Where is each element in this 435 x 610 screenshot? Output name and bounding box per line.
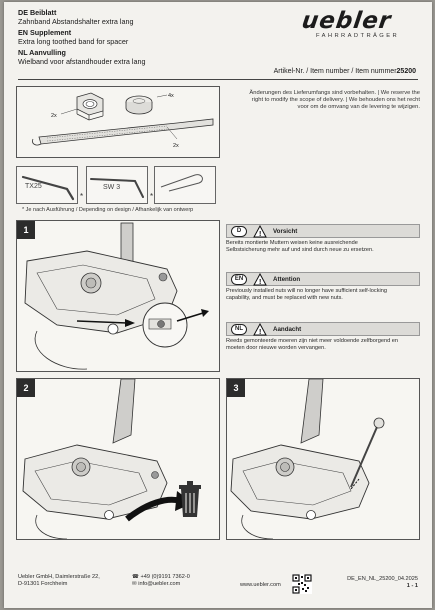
warning-nl-text2: moeten door nieuwe worden vervangen. bbox=[226, 345, 326, 352]
article-label: Artikel-Nr. / Item number / Item nummer bbox=[273, 68, 397, 75]
footer-company1: Uebler GmbH, Daimlerstraße 22, bbox=[18, 574, 100, 580]
footer-doc: DE_EN_NL_25200_04.2025 1 - 1 bbox=[340, 576, 418, 590]
design-note: * Je nach Ausführung / Depending on desi… bbox=[22, 207, 194, 213]
hex-key-icon bbox=[90, 178, 144, 198]
warning-de-lang: D bbox=[231, 226, 247, 237]
scope-note-line1: Änderungen des Lieferumfangs sind vorbeh… bbox=[249, 90, 420, 96]
warning-nl-lang: NL bbox=[231, 324, 247, 335]
footer-contact: ☎ +49 (0)9191 7362-0 ✉ info@uebler.com bbox=[132, 574, 190, 588]
header-nl-title: Wielband voor afstandhouder extra lang bbox=[18, 57, 146, 66]
hex-nut-icon bbox=[76, 92, 104, 121]
cap-icon bbox=[125, 95, 153, 115]
band-qty: 2x bbox=[173, 143, 179, 149]
warning-triangle-icon: ! bbox=[253, 273, 267, 286]
step-2-illustration bbox=[22, 379, 201, 539]
article-line: Artikel-Nr. / Item number / Item nummer2… bbox=[18, 68, 418, 80]
scope-note-line3: voor om de omvang van de levering te wij… bbox=[297, 104, 420, 111]
phone-icon: ☎ bbox=[132, 574, 139, 580]
warning-de-text1: Bereits montierte Muttern weisen keine a… bbox=[226, 240, 358, 246]
footer-address: Uebler GmbH, Daimlerstraße 22, D-91301 F… bbox=[18, 574, 100, 588]
tool-pin bbox=[154, 166, 216, 204]
footer-page: 1 - 1 bbox=[406, 583, 418, 590]
warning-de-header: D ! Vorsicht bbox=[226, 224, 420, 238]
header-de: DE Beiblatt Zahnband Abstandshalter extr… bbox=[18, 8, 133, 26]
warning-nl-text1: Reeds gemonteerde moeren zijn niet meer … bbox=[226, 338, 398, 344]
header-nl: NL Aanvulling Wielband voor afstandhoude… bbox=[18, 48, 145, 66]
scope-note: Änderungen des Lieferumfangs sind vorbeh… bbox=[224, 90, 420, 112]
wrench-label: SW 3 bbox=[103, 184, 121, 191]
wrench-star: * bbox=[150, 192, 154, 201]
warning-de-title: Vorsicht bbox=[273, 228, 298, 235]
instruction-sheet: DE Beiblatt Zahnband Abstandshalter extr… bbox=[4, 2, 432, 608]
header-en-code: EN Supplement bbox=[18, 28, 72, 37]
warning-nl-text: Reeds gemonteerde moeren zijn niet meer … bbox=[226, 338, 420, 353]
footer-doc-code: DE_EN_NL_25200_04.2025 bbox=[347, 576, 418, 582]
email-icon: ✉ bbox=[132, 581, 137, 588]
logo-sub: FAHRRADTRÄGER bbox=[316, 33, 400, 39]
logo-word: uebler bbox=[300, 8, 394, 34]
svg-text:!: ! bbox=[259, 279, 261, 286]
footer-web: www.uebler.com bbox=[240, 582, 281, 588]
header-de-title: Zahnband Abstandshalter extra lang bbox=[18, 17, 134, 26]
torx-key-icon bbox=[21, 175, 75, 201]
tool-torx: TX25 bbox=[16, 166, 78, 204]
warning-en-text: Previously installed nuts will no longer… bbox=[226, 288, 420, 303]
header-de-code: DE Beiblatt bbox=[18, 8, 57, 17]
torx-label: TX25 bbox=[25, 183, 42, 190]
warning-triangle-icon: ! bbox=[253, 225, 267, 238]
qr-code-icon bbox=[292, 574, 312, 594]
step-1-illustration bbox=[24, 222, 209, 370]
step-2-panel: 2 bbox=[16, 378, 220, 540]
uebler-logo: uebler FAHRRADTRÄGER bbox=[300, 8, 414, 40]
step-3-illustration bbox=[230, 379, 385, 539]
svg-text:!: ! bbox=[259, 231, 261, 238]
article-number: Artikel-Nr. / Item number / Item nummer2… bbox=[274, 68, 416, 75]
parts-box: 2x 4x 2x bbox=[16, 86, 220, 158]
step-2-number: 2 bbox=[17, 379, 35, 397]
article-number-value: 25200 bbox=[396, 68, 416, 75]
cap-qty: 4x bbox=[168, 93, 174, 99]
warning-de-text: Bereits montierte Muttern weisen keine a… bbox=[226, 240, 420, 255]
step-3-number: 3 bbox=[227, 379, 245, 397]
warning-nl-header: NL ! Aandacht bbox=[226, 322, 420, 336]
parts-illustration: 2x 4x 2x bbox=[32, 92, 214, 149]
warning-de-text2: Selbstsicherung mehr auf und sind durch … bbox=[226, 247, 374, 254]
torx-star: * bbox=[80, 192, 84, 201]
pin-icon bbox=[160, 174, 203, 192]
step-1-panel: 1 bbox=[16, 220, 220, 372]
toothed-band-icon bbox=[32, 118, 214, 146]
header-nl-code: NL Aanvulling bbox=[18, 48, 66, 57]
warning-en-lang: EN bbox=[231, 274, 247, 285]
step-1-number: 1 bbox=[17, 221, 35, 239]
svg-text:!: ! bbox=[259, 329, 261, 336]
header-en: EN Supplement Extra long toothed band fo… bbox=[18, 28, 128, 46]
nut-qty: 2x bbox=[51, 113, 57, 119]
warning-en-text1: Previously installed nuts will no longer… bbox=[226, 288, 387, 294]
warning-en-text2: capability, and must be replaced with ne… bbox=[226, 295, 343, 302]
warning-nl-title: Aandacht bbox=[273, 326, 302, 333]
footer-email: info@uebler.com bbox=[138, 581, 181, 588]
footer-company2: D-91301 Forchheim bbox=[18, 581, 68, 588]
warning-en-title: Attention bbox=[273, 276, 301, 283]
step-3-panel: 3 bbox=[226, 378, 420, 540]
header-en-title: Extra long toothed band for spacer bbox=[18, 37, 129, 46]
warning-triangle-icon: ! bbox=[253, 323, 267, 336]
scope-note-line2: right to modify the scope of delivery. |… bbox=[251, 97, 420, 104]
trash-bin-icon bbox=[179, 481, 201, 517]
tool-wrench: SW 3 bbox=[86, 166, 148, 204]
footer-phone: +49 (0)9191 7362-0 bbox=[140, 574, 190, 580]
warning-en-header: EN ! Attention bbox=[226, 272, 420, 286]
